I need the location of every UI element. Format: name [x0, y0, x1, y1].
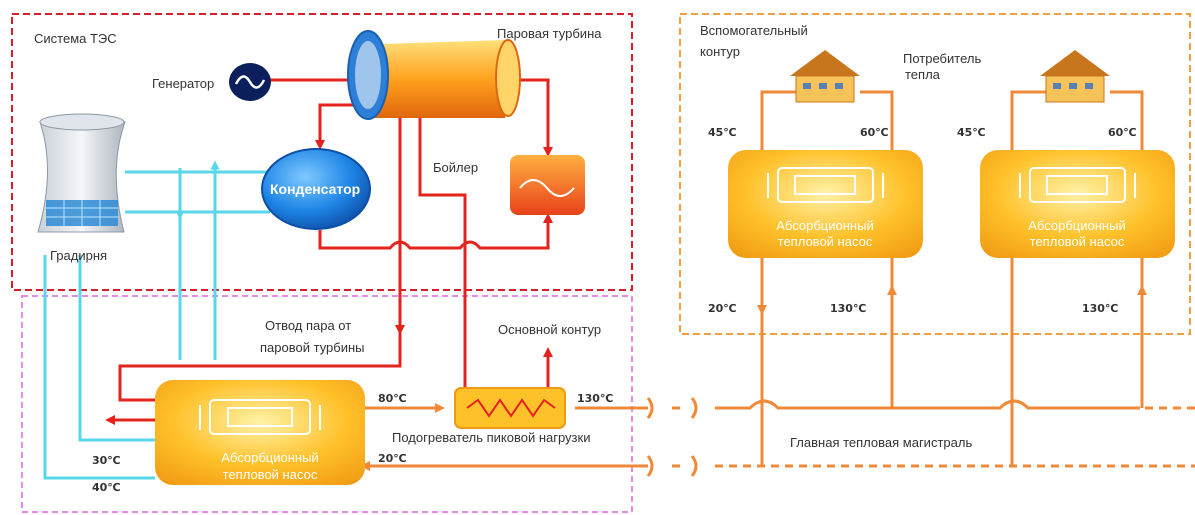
pump-aux1-label-2: тепловой насос	[778, 234, 873, 249]
cooling-tower-label: Градирня	[50, 248, 107, 263]
consumer-label-2: тепла	[905, 67, 941, 82]
pump-aux1-label-1: Абсорбционный	[776, 218, 873, 233]
aux-loop-label-1: Вспомогательный	[700, 23, 808, 38]
main-loop-border	[21, 295, 633, 513]
temp-aux2-60: 60℃	[1108, 126, 1137, 139]
peak-heater-label: Подогреватель пиковой нагрузки	[392, 430, 590, 445]
temp-aux1-20: 20℃	[708, 302, 737, 315]
main-heat-line-label: Главная тепловая магистраль	[790, 435, 972, 450]
aux-loop-border	[679, 13, 1191, 335]
boiler-label: Бойлер	[433, 160, 478, 175]
pump-main-label-2: тепловой насос	[223, 467, 318, 482]
heating-lines	[360, 90, 1195, 477]
temp-aux1-60: 60℃	[860, 126, 889, 139]
cooling-tower-icon	[37, 113, 126, 233]
tes-system-border	[11, 13, 633, 291]
heat-pump-main-icon	[155, 380, 365, 485]
boiler-icon	[510, 155, 585, 215]
steam-extraction-label-2: паровой турбины	[260, 340, 365, 355]
temp-aux1-130: 130℃	[830, 302, 866, 315]
steam-lines	[105, 78, 553, 425]
temp-aux2-130: 130℃	[1082, 302, 1118, 315]
temp-20-main: 20℃	[378, 452, 407, 465]
temp-130-main: 130℃	[577, 392, 613, 405]
temp-40: 40℃	[92, 481, 121, 494]
pump-aux2-label-2: тепловой насос	[1030, 234, 1125, 249]
temp-30: 30℃	[92, 454, 121, 467]
house-icon	[1040, 50, 1110, 103]
pump-main-label-1: Абсорбционный	[221, 450, 318, 465]
temp-80: 80℃	[378, 392, 407, 405]
cooling-water-lines	[43, 160, 270, 480]
condenser-label: Конденсатор	[270, 181, 360, 197]
main-loop-label: Основной контур	[498, 322, 601, 337]
heat-pump-aux1-icon	[728, 150, 923, 258]
tes-system-label: Система ТЭС	[34, 31, 117, 46]
temp-aux2-45: 45℃	[957, 126, 986, 139]
aux-loop-label-2: контур	[700, 44, 740, 59]
generator-label: Генератор	[152, 76, 214, 91]
steam-extraction-label-1: Отвод пара от	[265, 318, 351, 333]
turbine-icon	[347, 30, 521, 120]
turbine-label: Паровая турбина	[497, 26, 602, 41]
heat-pump-aux2-icon	[980, 150, 1175, 258]
temp-aux1-45: 45℃	[708, 126, 737, 139]
generator-icon	[229, 63, 271, 101]
condenser-icon	[261, 148, 371, 230]
peak-heater-icon	[454, 387, 566, 429]
house-icon	[790, 50, 860, 103]
consumer-label-1: Потребитель	[903, 51, 981, 66]
pump-aux2-label-1: Абсорбционный	[1028, 218, 1125, 233]
